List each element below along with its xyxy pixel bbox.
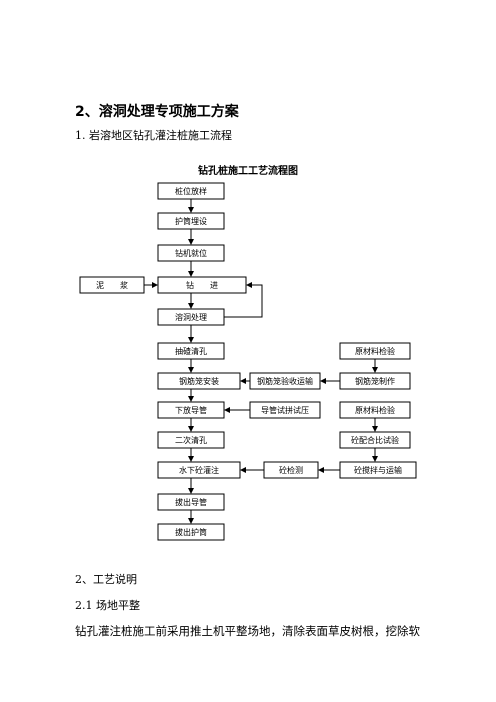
subheading-flow: 1. 岩溶地区钻孔灌注桩施工流程 bbox=[75, 129, 232, 142]
flow-step-11: 拔出导管 bbox=[157, 493, 225, 511]
flow-step-label: 拔出导管 bbox=[175, 497, 207, 507]
right-step-5: 砼搅拌与运输 bbox=[339, 461, 417, 479]
right-step-label: 砼配合比试验 bbox=[351, 435, 399, 445]
right-step-label: 钢筋笼制作 bbox=[355, 376, 395, 386]
middle-step-2: 导管试拼试压 bbox=[249, 401, 321, 419]
flow-step-7: 钢筋笼安装 bbox=[157, 372, 241, 390]
middle-step-1: 钢筋笼验收运输 bbox=[249, 372, 321, 390]
flow-step-label: 水下砼灌注 bbox=[179, 465, 219, 475]
middle-step-label: 钢筋笼验收运输 bbox=[257, 376, 313, 386]
body-paragraph: 钻孔灌注桩施工前采用推土机平整场地，清除表面草皮树根，挖除软 bbox=[75, 624, 420, 638]
middle-step-label: 砼检测 bbox=[279, 465, 303, 475]
flow-step-label: 钻机就位 bbox=[175, 248, 207, 258]
flowchart-title: 钻孔桩施工工艺流程图 bbox=[198, 166, 298, 177]
loop-line bbox=[224, 282, 263, 318]
section-site-leveling: 2.1 场地平整 bbox=[75, 599, 140, 612]
flow-step-8: 下放导管 bbox=[157, 401, 225, 419]
flow-step-9: 二次清孔 bbox=[157, 431, 225, 449]
flow-step-1: 桩位放样 bbox=[157, 182, 225, 200]
flow-step-label: 拔出护筒 bbox=[175, 527, 207, 537]
flow-step-4: 钻 进 bbox=[157, 276, 247, 294]
flow-step-5: 溶洞处理 bbox=[157, 308, 225, 326]
flow-step-10: 水下砼灌注 bbox=[157, 461, 241, 479]
flow-step-label: 桩位放样 bbox=[175, 186, 207, 196]
flow-step-label: 下放导管 bbox=[175, 405, 207, 415]
flow-step-label: 钻 进 bbox=[186, 280, 218, 290]
flow-step-label: 护筒埋设 bbox=[175, 216, 207, 226]
flow-step-label: 钢筋笼安装 bbox=[179, 376, 219, 386]
middle-step-label: 导管试拼试压 bbox=[261, 405, 309, 415]
flow-step-3: 钻机就位 bbox=[157, 244, 225, 262]
middle-step-3: 砼检测 bbox=[263, 461, 319, 479]
section-process-description: 2、工艺说明 bbox=[75, 573, 137, 586]
side-flow-arrows bbox=[224, 378, 340, 473]
flow-step-6: 抽碴清孔 bbox=[157, 342, 225, 360]
right-step-2: 钢筋笼制作 bbox=[339, 372, 411, 390]
section-heading: 2、溶洞处理专项施工方案 bbox=[75, 104, 239, 120]
right-step-3: 原材料检验 bbox=[339, 401, 411, 419]
flow-step-label: 溶洞处理 bbox=[175, 312, 207, 322]
flow-step-label: 二次清孔 bbox=[175, 435, 207, 445]
right-step-label: 原材料检验 bbox=[355, 405, 395, 415]
right-step-label: 砼搅拌与运输 bbox=[354, 465, 402, 475]
right-step-1: 原材料检验 bbox=[339, 342, 411, 360]
right-step-label: 原材料检验 bbox=[355, 346, 395, 356]
mud-box: 泥 浆 bbox=[79, 276, 145, 294]
mud-label: 泥 浆 bbox=[96, 280, 128, 290]
flow-step-12: 拔出护筒 bbox=[157, 523, 225, 541]
flow-step-2: 护筒埋设 bbox=[157, 212, 225, 230]
right-step-4: 砼配合比试验 bbox=[339, 431, 411, 449]
flow-step-label: 抽碴清孔 bbox=[175, 346, 207, 356]
